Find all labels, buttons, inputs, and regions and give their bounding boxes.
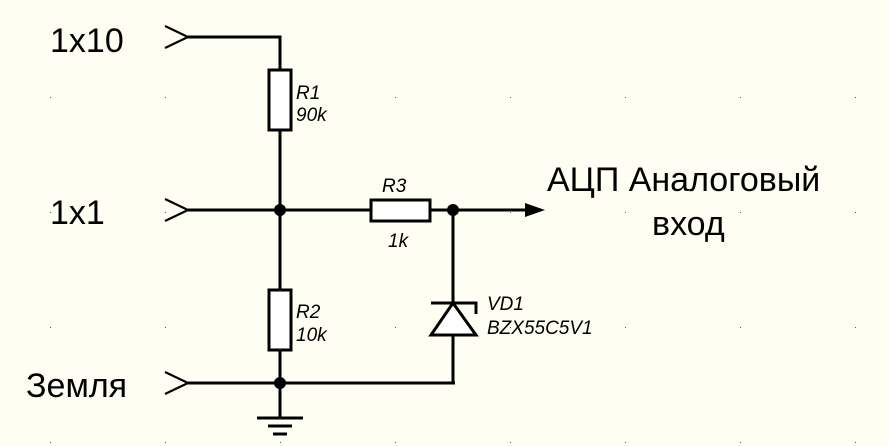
r3-ref-label: R3: [382, 176, 407, 197]
grid-dot: [510, 97, 511, 98]
junction-node-output: [447, 204, 459, 216]
junction-node-x1: [274, 204, 286, 216]
r2-value-label: 10k: [296, 325, 328, 346]
input-label-x1: 1x1: [50, 194, 105, 232]
zener-diode-vd1[interactable]: [428, 300, 479, 337]
diode-cathode-bar-icon: [431, 301, 478, 314]
grid-dot: [165, 212, 166, 213]
output-arrow-icon: [525, 203, 545, 217]
grid-dot: [50, 442, 51, 443]
grid-dot: [510, 327, 511, 328]
grid-dot: [625, 212, 626, 213]
vd1-ref-label: VD1: [487, 294, 524, 315]
input-label-x10: 1x10: [50, 22, 124, 60]
diode-triangle-icon: [428, 300, 479, 337]
r2-ref-label: R2: [296, 302, 321, 323]
grid-dot: [395, 327, 396, 328]
vd1-value-label: BZX55C5V1: [487, 318, 593, 339]
grid-dot: [165, 327, 166, 328]
grid-dot: [50, 327, 51, 328]
grid-dot: [510, 442, 511, 443]
input-port-x1-icon: [164, 198, 191, 222]
grid-dot: [510, 212, 511, 213]
grid-dot: [855, 212, 856, 213]
output-label-line1: АЦП Аналоговый: [547, 161, 820, 199]
r3-value-label: 1k: [388, 231, 410, 252]
grid-dot: [855, 442, 856, 443]
grid-dot: [625, 97, 626, 98]
grid-dot: [740, 212, 741, 213]
resistor-r1[interactable]: [267, 68, 293, 132]
wire-x10-r1: [188, 35, 282, 70]
grid-dot: [855, 327, 856, 328]
grid-dot: [165, 442, 166, 443]
grid-dot: [740, 442, 741, 443]
input-label-ground: Земля: [26, 367, 127, 405]
r1-ref-label: R1: [296, 83, 320, 104]
junction-node-ground: [274, 377, 286, 389]
grid-dot: [50, 212, 51, 213]
output-label-line2: вход: [652, 205, 725, 243]
input-port-x10-icon: [164, 25, 191, 49]
grid-dot: [280, 442, 281, 443]
grid-dot: [165, 97, 166, 98]
r1-value-label: 90k: [296, 105, 328, 126]
resistor-r2[interactable]: [267, 288, 293, 352]
grid-dot: [395, 97, 396, 98]
grid-dot: [740, 97, 741, 98]
grid-dot: [625, 442, 626, 443]
resistor-r3[interactable]: [369, 198, 432, 223]
input-port-ground-icon: [164, 371, 191, 395]
grid-dot: [855, 97, 856, 98]
grid-dot: [740, 327, 741, 328]
grid-dot: [625, 327, 626, 328]
grid-dot: [395, 442, 396, 443]
grid-dot: [50, 97, 51, 98]
ground-icon: [257, 416, 303, 436]
